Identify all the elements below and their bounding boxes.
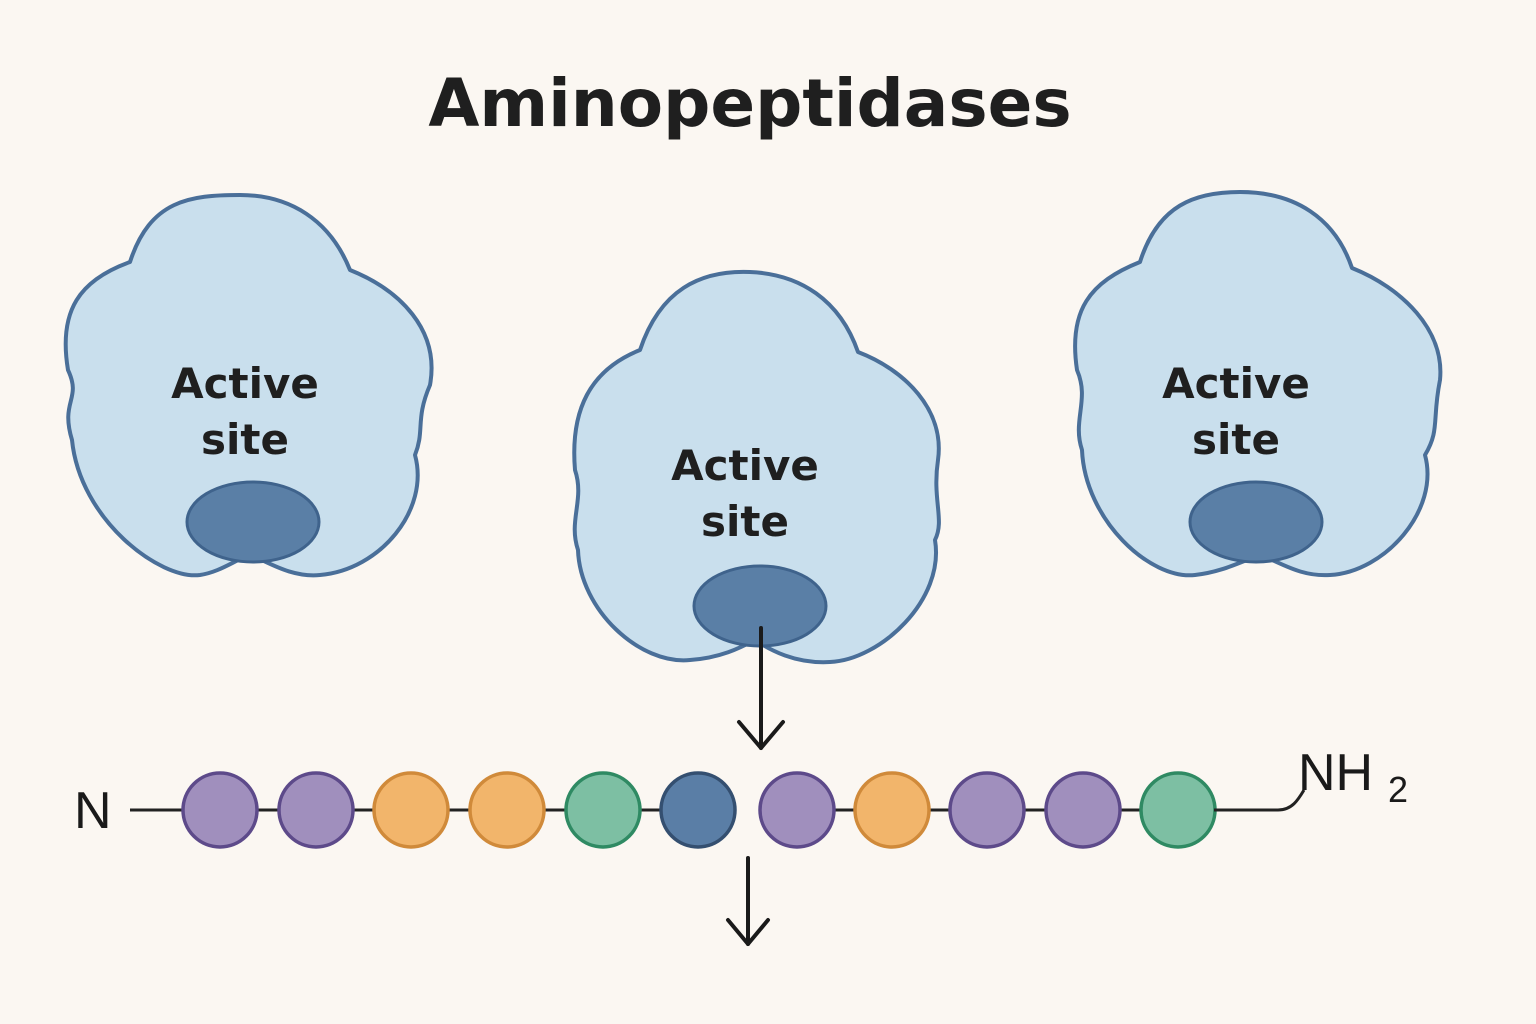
- enzyme-middle-body: [572, 269, 941, 665]
- diagram-title: Aminopeptidases: [428, 65, 1071, 142]
- enzyme-right-body: [1073, 190, 1443, 578]
- chain-bond-end: [1214, 789, 1306, 812]
- c-terminus-subscript: 2: [1388, 769, 1408, 810]
- enzyme-right-active-pocket: [1188, 480, 1324, 564]
- amino-acid-residue-4: [468, 771, 546, 849]
- amino-acid-residue-6: [659, 771, 737, 849]
- enzyme-right-label-line1: Active: [1162, 359, 1310, 408]
- amino-acid-residue-5: [564, 771, 642, 849]
- peptide-chain: N NH 2: [74, 744, 1408, 849]
- enzyme-left-label-line1: Active: [171, 359, 319, 408]
- enzyme-left: Active site: [63, 193, 434, 578]
- n-terminus-label: N: [74, 782, 112, 840]
- amino-acid-residue-8: [853, 771, 931, 849]
- amino-acid-residue-9: [948, 771, 1026, 849]
- enzyme-right: Active site: [1073, 190, 1443, 578]
- enzyme-left-label-line2: site: [201, 415, 289, 464]
- amino-acid-residue-11: [1139, 771, 1217, 849]
- enzyme-left-active-pocket: [185, 480, 321, 564]
- amino-acid-residue-7: [758, 771, 836, 849]
- amino-acid-residue-2: [277, 771, 355, 849]
- amino-acid-residue-10: [1044, 771, 1122, 849]
- cleavage-arrow-bottom: [726, 856, 770, 946]
- enzyme-right-label-line2: site: [1192, 415, 1280, 464]
- enzyme-middle-label-line1: Active: [671, 441, 819, 490]
- enzyme-middle: Active site: [572, 269, 941, 665]
- amino-acid-residue-3: [372, 771, 450, 849]
- enzyme-left-body: [63, 193, 434, 578]
- amino-acid-residue-1: [181, 771, 259, 849]
- enzyme-middle-label-line2: site: [701, 497, 789, 546]
- cleavage-arrow-top: [737, 626, 785, 750]
- cleavage-arrow-top-head: [737, 720, 785, 750]
- chain-residues: [181, 771, 1217, 849]
- c-terminus-label: NH: [1298, 744, 1373, 802]
- cleavage-arrow-bottom-head: [726, 918, 770, 946]
